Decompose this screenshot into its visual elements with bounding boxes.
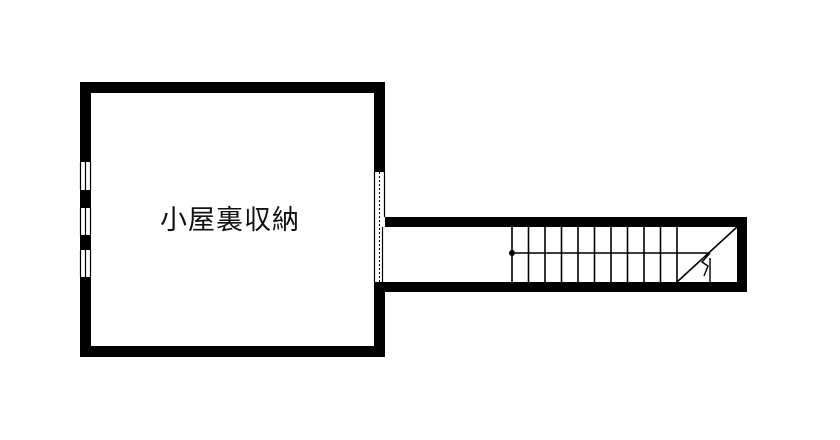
room-label-attic-storage: 小屋裏収納 <box>160 205 300 236</box>
stair-start-dot <box>509 250 515 256</box>
stair-hall-walls <box>385 217 747 292</box>
sliding-door <box>373 172 386 282</box>
staircase <box>511 226 738 283</box>
window-left-1 <box>79 162 92 190</box>
window-left-2 <box>79 208 92 235</box>
window-left-3 <box>79 250 92 277</box>
